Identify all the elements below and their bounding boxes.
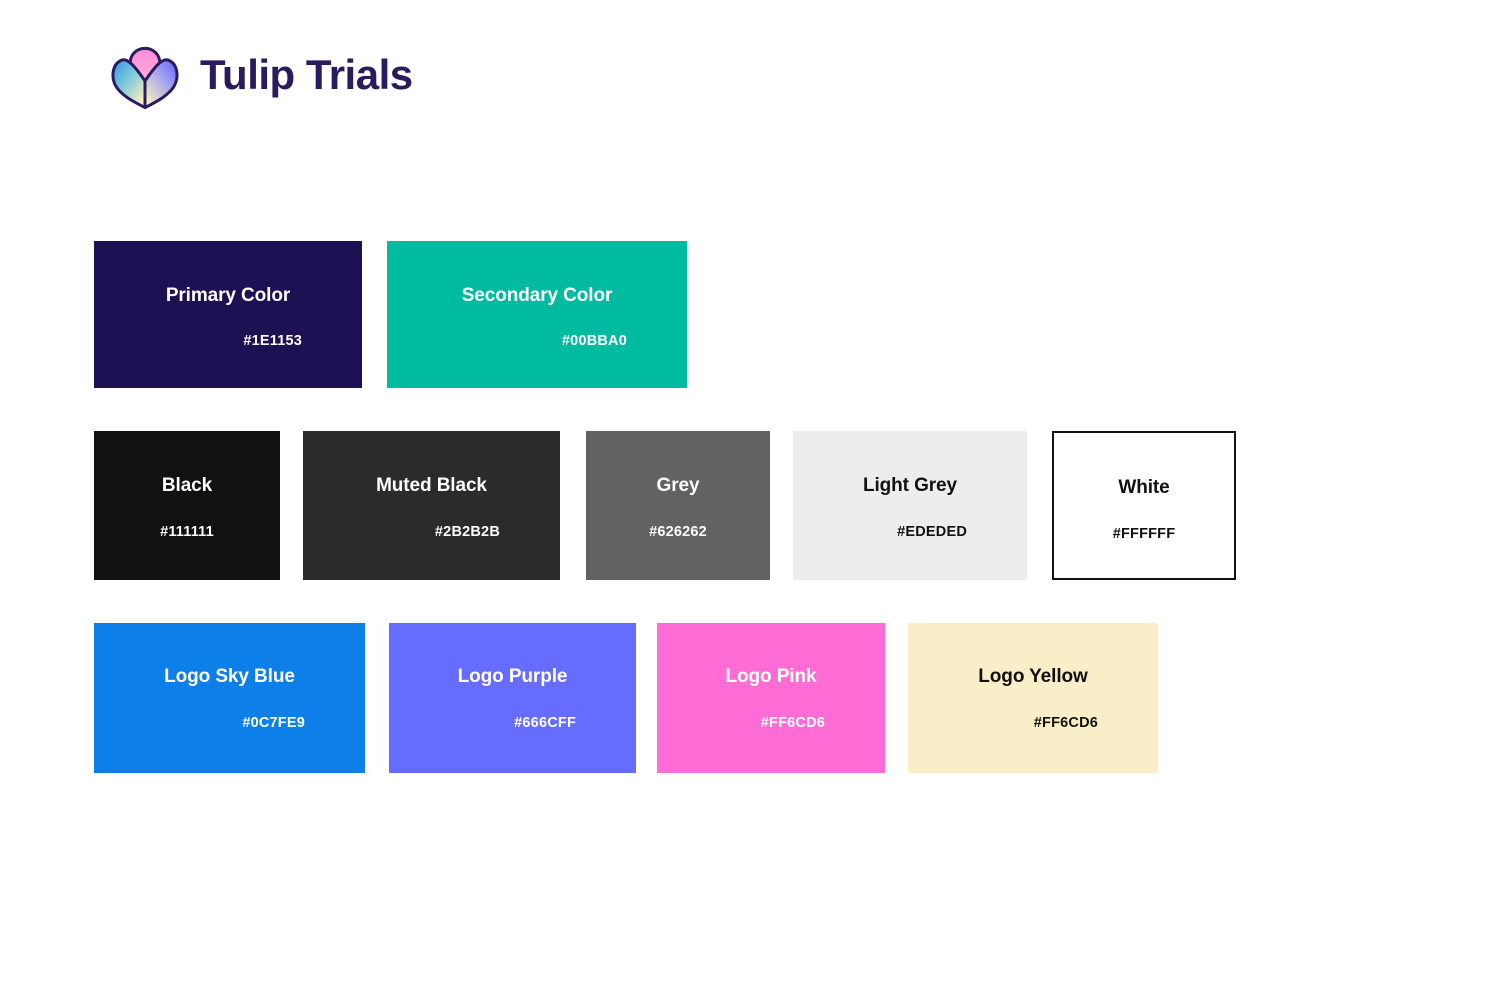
swatch-hex-value: #111111 [160, 524, 214, 540]
swatch-label: Primary Color [165, 285, 291, 306]
swatch-label: Secondary Color [461, 285, 613, 306]
swatch-hex-value: #1E1153 [243, 333, 302, 349]
brand-header: Tulip Trials [108, 38, 413, 112]
swatch-hex-value: #FF6CD6 [760, 715, 825, 731]
tulip-heart-logo-icon [111, 46, 179, 110]
muted-black-color[interactable]: Muted Black #2B2B2B [303, 431, 560, 580]
swatch-hex-value: #FFFFFF [1112, 526, 1176, 542]
swatch-label: Logo Sky Blue [164, 666, 295, 687]
light-grey-color[interactable]: Light Grey #EDEDED [793, 431, 1027, 580]
primary-color[interactable]: Primary Color #1E1153 [94, 241, 362, 388]
swatch-hex-value: #FF6CD6 [1033, 715, 1098, 731]
white-color[interactable]: White #FFFFFF [1052, 431, 1236, 580]
swatch-label: Black [161, 475, 213, 496]
logo-pink-color[interactable]: Logo Pink #FF6CD6 [657, 623, 885, 773]
swatch-hex-value: #666CFF [514, 715, 576, 731]
swatch-label: Light Grey [862, 475, 957, 496]
swatch-label: Logo Purple [457, 666, 568, 687]
secondary-color[interactable]: Secondary Color #00BBA0 [387, 241, 687, 388]
logo-yellow-color[interactable]: Logo Yellow #FF6CD6 [908, 623, 1158, 773]
swatch-hex-value: #2B2B2B [434, 524, 500, 540]
swatch-hex-value: #0C7FE9 [242, 715, 305, 731]
swatch-label: Muted Black [376, 475, 487, 496]
swatch-hex-value: #EDEDED [897, 524, 967, 540]
swatch-label: Logo Yellow [978, 666, 1088, 687]
brand-colors-row: Primary Color #1E1153 Secondary Color #00BB… [94, 241, 687, 388]
swatch-label: Grey [656, 475, 700, 496]
black-color[interactable]: Black #111111 [94, 431, 280, 580]
swatch-hex-value: #626262 [649, 524, 707, 540]
page-title: Tulip Trials [200, 51, 413, 98]
logo-sky-blue-color[interactable]: Logo Sky Blue #0C7FE9 [94, 623, 365, 773]
logo-purple-color[interactable]: Logo Purple #666CFF [389, 623, 636, 773]
grey-color[interactable]: Grey #626262 [586, 431, 770, 580]
swatch-hex-value: #00BBA0 [561, 333, 627, 349]
swatch-label: White [1118, 477, 1170, 498]
swatch-label: Logo Pink [725, 666, 817, 687]
neutral-colors-row: Black #111111 Muted Black #2B2B2B Grey #62626… [94, 431, 1236, 580]
